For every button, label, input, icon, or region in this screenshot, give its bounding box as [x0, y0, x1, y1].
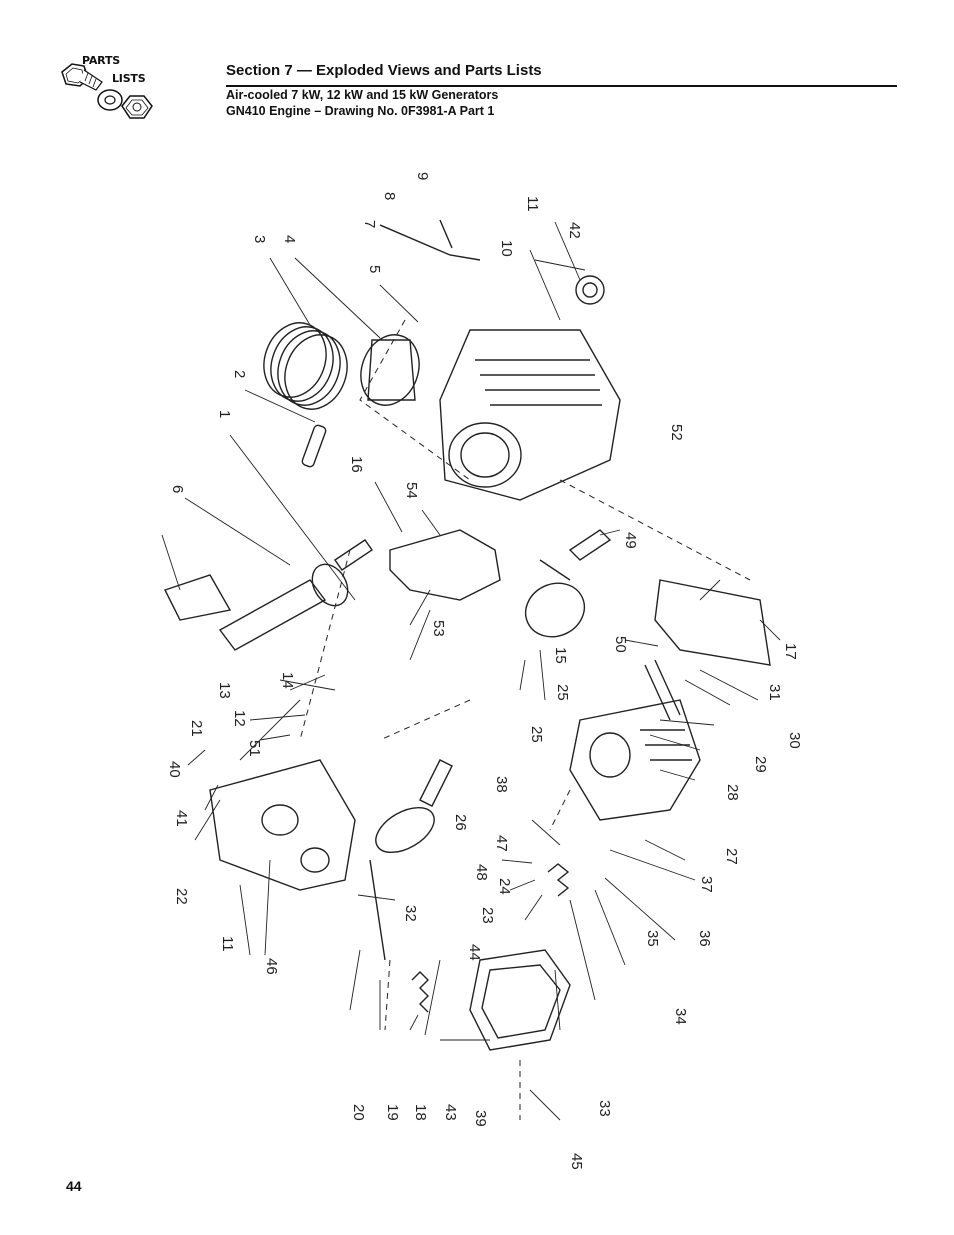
callout-25-lower: 25 — [528, 726, 545, 743]
governor-shaft-illustration — [369, 859, 386, 961]
crankshaft-illustration — [218, 539, 373, 651]
oil-pan-illustration — [469, 949, 571, 1051]
callout-11-top: 11 — [524, 196, 541, 212]
callout-39: 39 — [472, 1110, 489, 1127]
cylinder-head-illustration — [569, 699, 701, 821]
piston-illustration — [360, 334, 420, 406]
callout-40: 40 — [166, 761, 183, 778]
callout-41: 41 — [173, 810, 190, 827]
callout-46: 46 — [263, 958, 280, 975]
callout-53: 53 — [430, 620, 447, 637]
callout-5: 5 — [366, 265, 383, 273]
callout-10: 10 — [498, 240, 515, 257]
callout-9: 9 — [414, 172, 431, 180]
callout-15: 15 — [552, 647, 569, 664]
page-number: 44 — [66, 1178, 82, 1194]
callout-47: 47 — [493, 835, 510, 852]
callout-3: 3 — [251, 235, 268, 243]
bolt-nut-washer-icon — [61, 63, 153, 119]
pushrods-illustration — [644, 659, 681, 721]
subtitle-generators: Air-cooled 7 kW, 12 kW and 15 kW Generat… — [226, 88, 499, 102]
callout-13: 13 — [216, 682, 233, 699]
callout-52: 52 — [668, 424, 685, 441]
cylinder-block-illustration — [439, 275, 621, 501]
callout-19: 19 — [384, 1104, 401, 1121]
callout-51: 51 — [246, 740, 263, 757]
callout-36: 36 — [696, 930, 713, 947]
callout-32: 32 — [402, 905, 419, 922]
callout-11-bottom: 11 — [219, 936, 236, 952]
callout-49: 49 — [622, 532, 639, 549]
callout-18: 18 — [412, 1104, 429, 1121]
crankcase-cover-illustration — [209, 759, 356, 891]
callout-50: 50 — [612, 636, 629, 653]
callout-42: 42 — [566, 222, 583, 239]
callout-37: 37 — [698, 876, 715, 893]
dipstick-illustration — [379, 224, 481, 261]
callout-34: 34 — [672, 1008, 689, 1025]
crankcase-gasket-illustration — [389, 529, 501, 601]
callout-12: 12 — [231, 710, 248, 727]
callout-28: 28 — [724, 784, 741, 801]
camshaft-illustration — [524, 529, 612, 638]
exploded-view-drawing: 1 2 3 4 5 6 7 8 9 10 11 11 12 13 14 15 1… — [161, 172, 803, 1170]
callout-43: 43 — [442, 1104, 459, 1121]
callout-27: 27 — [723, 848, 740, 865]
callout-31: 31 — [766, 684, 783, 701]
head-gasket-illustration — [654, 579, 771, 666]
callout-16: 16 — [348, 456, 365, 473]
callout-30: 30 — [786, 732, 803, 749]
relief-spring-illustration — [411, 971, 429, 1013]
callout-23: 23 — [479, 907, 496, 924]
callout-2: 2 — [231, 370, 248, 378]
callout-labels: 1 2 3 4 5 6 7 8 9 10 11 11 12 13 14 15 1… — [166, 172, 803, 1170]
callout-4: 4 — [281, 235, 298, 243]
callout-21: 21 — [188, 720, 205, 737]
callout-48: 48 — [473, 864, 490, 881]
callout-54: 54 — [403, 482, 420, 499]
callout-35: 35 — [644, 930, 661, 947]
callout-25-upper: 25 — [554, 684, 571, 701]
callout-1: 1 — [216, 410, 233, 418]
callout-14: 14 — [279, 672, 296, 689]
oil-filter-spring-illustration — [547, 863, 570, 897]
callout-17: 17 — [782, 643, 799, 660]
logo-text-lists: LISTS — [112, 72, 146, 85]
subtitle-drawing-number: GN410 Engine – Drawing No. 0F3981-A Part… — [226, 104, 495, 118]
logo-text-parts: PARTS — [82, 54, 120, 67]
callout-44: 44 — [466, 944, 483, 961]
callout-33: 33 — [596, 1100, 613, 1117]
callout-24: 24 — [496, 878, 513, 895]
governor-gear-illustration — [375, 759, 453, 854]
callout-6: 6 — [169, 485, 186, 493]
wrist-pin-illustration — [301, 424, 327, 468]
callout-8: 8 — [381, 192, 398, 200]
header-rule — [226, 85, 897, 87]
callout-22: 22 — [173, 888, 190, 905]
connecting-rod-illustration — [164, 574, 232, 621]
callout-45: 45 — [568, 1153, 585, 1170]
callout-29: 29 — [752, 756, 769, 773]
callout-7: 7 — [361, 220, 378, 228]
callout-20: 20 — [350, 1104, 367, 1121]
callout-38: 38 — [493, 776, 510, 793]
section-title: Section 7 — Exploded Views and Parts Lis… — [226, 62, 542, 79]
callout-26: 26 — [452, 814, 469, 831]
piston-rings-illustration — [263, 322, 348, 410]
parts-lists-logo: PARTS LISTS — [58, 52, 162, 132]
